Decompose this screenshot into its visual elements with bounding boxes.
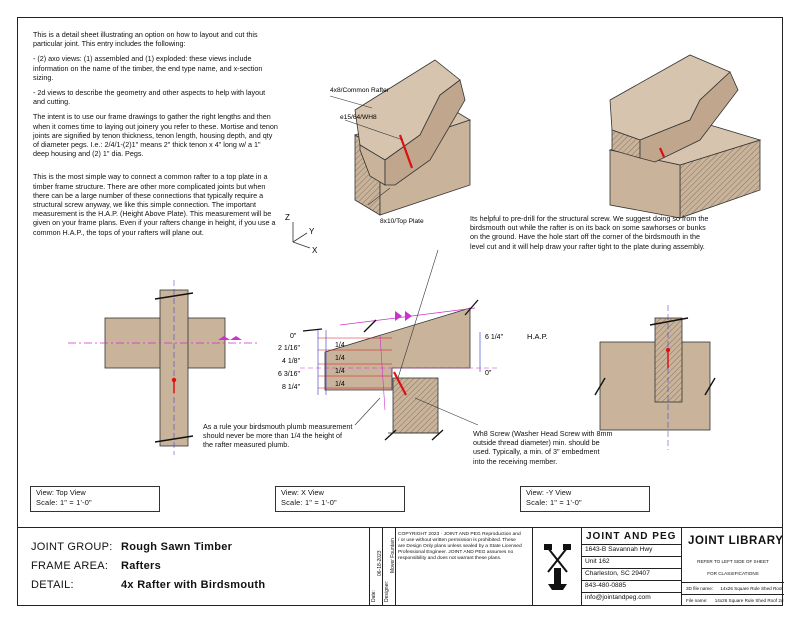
axis-indicator [292, 222, 311, 249]
view-label-x: View: X View Scale: 1" = 1'-0" [275, 486, 405, 512]
company-name: JOINT AND PEG [586, 531, 677, 542]
x-view-drawing [300, 249, 500, 441]
detail-value: 4x Rafter with Birdsmouth [121, 579, 266, 591]
predrill-note: Its helpful to pre-drill for the structu… [470, 214, 709, 251]
designer-cell: Designer: Mover Fountain [382, 528, 396, 606]
axis-y-label: Y [309, 227, 315, 236]
intro-paragraph: This is a detail sheet illustrating an o… [33, 30, 258, 49]
library-title: JOINT LIBRARY [688, 535, 784, 547]
dim-left-2: 4 1/8" [282, 358, 301, 365]
company-address-2: Unit 162 [582, 556, 682, 567]
date-label: Date: [371, 590, 377, 602]
library-sub-1: REFER TO LEFT SIDE OF SHEET [697, 559, 769, 564]
view-label-top: View: Top View Scale: 1" = 1'-0" [30, 486, 160, 512]
dim-right-bottom: 0" [485, 370, 492, 377]
axis-x-label: X [312, 246, 318, 255]
rafter-axo-label: 4x8/Common Rafter [330, 87, 390, 94]
detail-key: DETAIL: [31, 579, 74, 591]
company-info: JOINT AND PEG 1643-B Savannah Hwy Unit 1… [581, 528, 682, 606]
library-sub-2: FOR CLASSIFICATIONS [707, 571, 759, 576]
screw-note: Wh8 Screw (Washer Head Screw with 8mm ou… [473, 429, 613, 466]
company-phone: 843-480-0885 [582, 580, 682, 591]
company-address-1: 1643-B Savannah Hwy [582, 544, 682, 555]
logo [532, 528, 582, 606]
dim-quarter: 1/4 [335, 355, 345, 362]
dim-right-top: 6 1/4" [485, 334, 504, 341]
title-block: JOINT GROUP: Rough Sawn Timber FRAME ARE… [17, 527, 784, 606]
file2-row: File name: 14x26 Square Rule Shed Roof 2… [682, 594, 784, 605]
frame-area-key: FRAME AREA: [31, 560, 109, 572]
intro-paragraph: This is the most simple way to connect a… [33, 172, 276, 237]
designer-label: Designer: [384, 580, 390, 602]
dim-quarter: 1/4 [335, 381, 345, 388]
intro-text: This is a detail sheet illustrating an o… [33, 30, 278, 243]
intro-paragraph: The intent is to use our frame drawings … [33, 112, 278, 159]
intro-paragraph: - 2d views to describe the geometry and … [33, 88, 266, 107]
view-scale: Scale: 1" = 1'-0" [281, 498, 337, 507]
axo-assembled-view [329, 59, 471, 216]
joint-group-value: Rough Sawn Timber [121, 541, 233, 553]
joint-group-key: JOINT GROUP: [31, 541, 113, 553]
hap-label: H.A.P. [527, 332, 548, 341]
axis-z-label: Z [285, 213, 290, 222]
joint-library-block: JOINT LIBRARY REFER TO LEFT SIDE OF SHEE… [681, 528, 784, 606]
plate-axo-label: 8x10/Top Plate [380, 218, 424, 225]
view-name: View: -Y View [526, 488, 572, 497]
company-email: info@jointandpeg.com [582, 592, 682, 603]
dim-left-1: 2 1/16" [278, 345, 300, 352]
frame-area-value: Rafters [121, 560, 162, 572]
company-address-3: Charleston, SC 29407 [582, 568, 682, 579]
dim-quarter: 1/4 [335, 342, 345, 349]
y-view-drawing [594, 305, 716, 450]
view-name: View: X View [281, 488, 324, 497]
view-scale: Scale: 1" = 1'-0" [526, 498, 582, 507]
file2-value: 14x26 Square Rule Shed Roof 2d [714, 598, 784, 603]
dim-quarter: 1/4 [335, 368, 345, 375]
view-scale: Scale: 1" = 1'-0" [36, 498, 92, 507]
plumb-note: As a rule your birdsmouth plumb measurem… [203, 422, 353, 450]
file2-label: File name: [686, 598, 708, 603]
view-name: View: Top View [36, 488, 86, 497]
axe-logo-icon [544, 544, 571, 590]
dim-left-0: 0" [290, 333, 297, 340]
file-label: 3D file name: [686, 586, 714, 591]
copyright-notice: COPYRIGHT 2023 · JOINT AND PEG Reproduct… [398, 532, 522, 562]
dim-left-3: 6 3/16" [278, 371, 300, 378]
file-row: 3D file name: 14x26 Square Rule Shed Roo… [682, 582, 784, 593]
axo-exploded-view [608, 54, 762, 219]
title-block-classification: JOINT GROUP: Rough Sawn Timber FRAME ARE… [17, 528, 369, 606]
sheet-border [17, 17, 783, 606]
file-value: 14x26 Square Rule Shed Roof [720, 586, 783, 591]
intro-paragraph: - (2) axo views: (1) assembled and (1) e… [33, 54, 263, 82]
date-cell: Date: 06-18-2023 [369, 528, 383, 606]
view-label-y: View: -Y View Scale: 1" = 1'-0" [520, 486, 650, 512]
dim-left-4: 8 1/4" [282, 384, 301, 391]
top-view-drawing [68, 280, 258, 455]
end-type-label: e15/64/WH8 [340, 114, 377, 121]
x-view-dimensions: 0" 2 1/16" 4 1/8" 6 3/16" 8 1/4" 1/4 1/4… [278, 332, 548, 391]
